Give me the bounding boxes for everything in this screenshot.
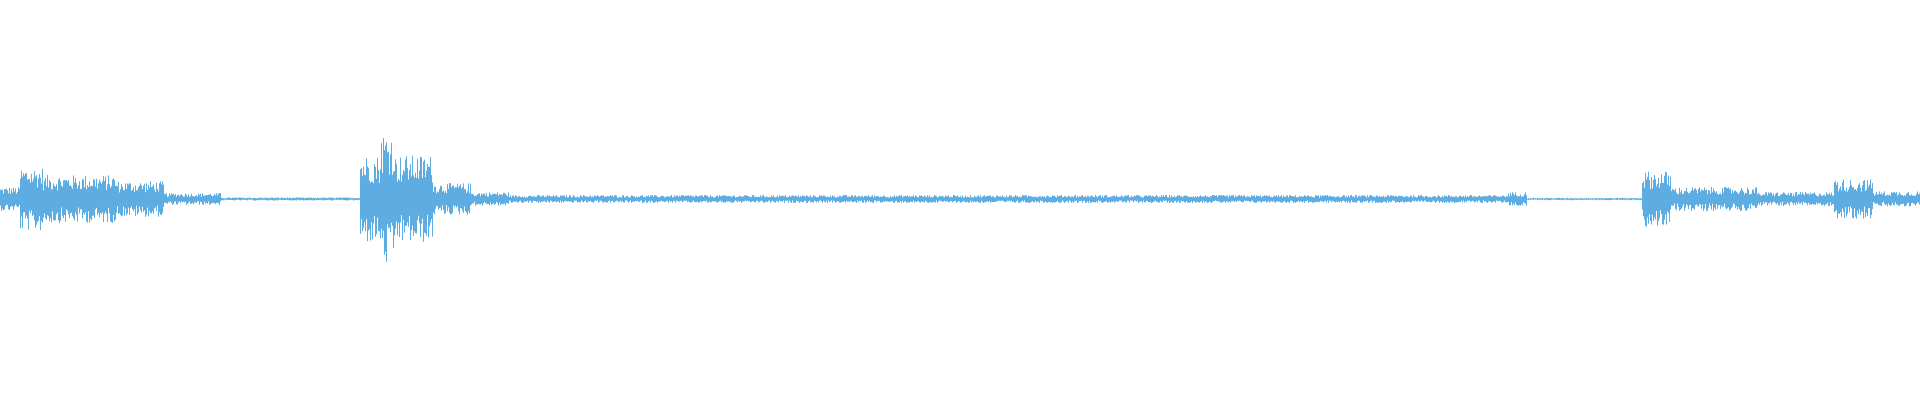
waveform-path: [0, 138, 1920, 262]
